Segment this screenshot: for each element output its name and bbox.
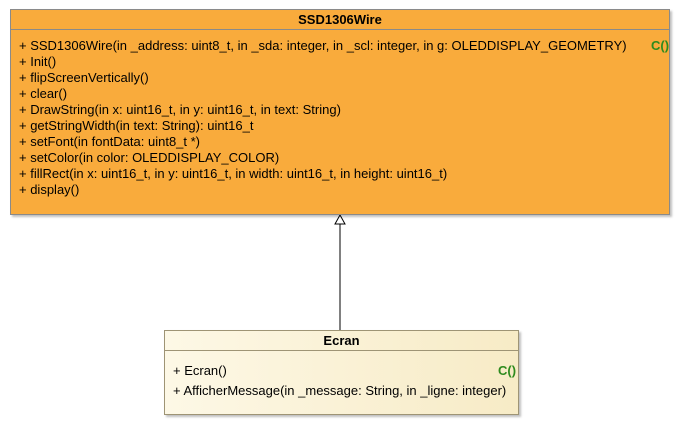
operation-flipscreenvertically[interactable]: + flipScreenVertically() <box>19 70 149 85</box>
inheritance-triangle-icon <box>334 213 346 225</box>
operation-init[interactable]: + Init() <box>19 54 57 69</box>
operation-label: + Ecran() <box>173 363 227 378</box>
constructor-badge: C() <box>651 38 670 53</box>
operation-setfont[interactable]: + setFont(in fontData: uint8_t *) <box>19 134 201 149</box>
operation-constructor[interactable]: + Ecran() C() <box>173 361 518 381</box>
operation-constructor[interactable]: + SSD1306Wire(in _address: uint8_t, in _… <box>19 38 669 54</box>
class-name-ecran: Ecran <box>165 331 518 351</box>
operation-display[interactable]: + display() <box>19 182 80 197</box>
class-ssd1306wire[interactable]: SSD1306Wire + SSD1306Wire(in _address: u… <box>10 9 670 215</box>
operation-fillrect[interactable]: + fillRect(in x: uint16_t, in y: uint16_… <box>19 166 448 181</box>
constructor-badge: C() <box>498 363 517 378</box>
operations-compartment: + SSD1306Wire(in _address: uint8_t, in _… <box>11 30 669 198</box>
operation-drawstring[interactable]: + DrawString(in x: uint16_t, in y: uint1… <box>19 102 341 117</box>
class-ecran[interactable]: Ecran + Ecran() C() + AfficherMessage(in… <box>164 330 519 415</box>
operation-clear[interactable]: + clear() <box>19 86 68 101</box>
operation-getstringwidth[interactable]: + getStringWidth(in text: String): uint1… <box>19 118 254 133</box>
operations-compartment: + Ecran() C() + AfficherMessage(in _mess… <box>165 351 518 401</box>
operation-setcolor[interactable]: + setColor(in color: OLEDDISPLAY_COLOR) <box>19 150 280 165</box>
operation-affichermessage[interactable]: + AfficherMessage(in _message: String, i… <box>173 383 507 398</box>
operation-label: + SSD1306Wire(in _address: uint8_t, in _… <box>19 38 627 53</box>
class-name-ssd1306wire: SSD1306Wire <box>11 10 669 30</box>
